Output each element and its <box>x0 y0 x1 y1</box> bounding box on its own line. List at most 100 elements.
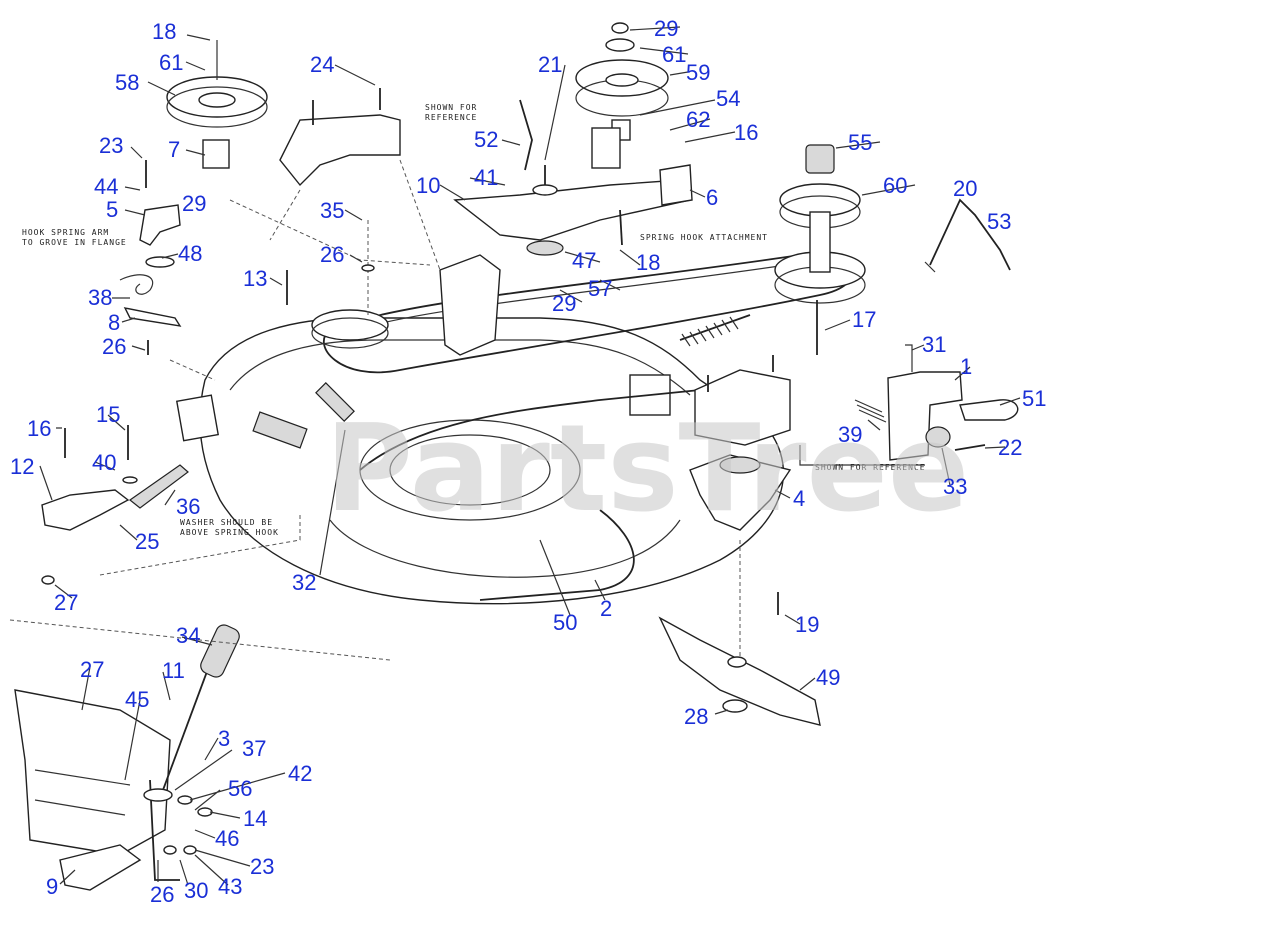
center-fasteners <box>286 220 501 356</box>
callout-13: 13 <box>243 266 267 291</box>
spindle-housing <box>689 355 792 665</box>
callout-24: 24 <box>310 52 334 77</box>
callout-40: 40 <box>92 450 116 475</box>
callout-16a: 16 <box>27 416 51 441</box>
callout-50: 50 <box>553 610 577 635</box>
callout-29b: 29 <box>182 191 206 216</box>
callout-10: 10 <box>416 173 440 198</box>
callout-27a: 27 <box>54 590 78 615</box>
diagram-notes: SHOWN FOR REFERENCE HOOK SPRING ARM TO G… <box>22 103 926 537</box>
callout-16b: 16 <box>734 120 758 145</box>
callout-61b: 61 <box>662 42 686 67</box>
reference-bracket <box>269 88 441 271</box>
note-spring-hook-attachment: SPRING HOOK ATTACHMENT <box>640 233 768 242</box>
callout-12: 12 <box>10 454 34 479</box>
callout-54: 54 <box>716 86 740 111</box>
callout-30: 30 <box>184 878 208 903</box>
callout-31: 31 <box>922 332 946 357</box>
callout-29c: 29 <box>552 291 576 316</box>
callout-45: 45 <box>125 687 149 712</box>
pulley-60 <box>774 144 866 355</box>
callout-49: 49 <box>816 665 840 690</box>
callout-27b: 27 <box>80 657 104 682</box>
callout-15: 15 <box>96 402 120 427</box>
callout-2: 2 <box>600 596 612 621</box>
note-hook-spring-2: TO GROVE IN FLANGE <box>22 238 127 247</box>
callout-47: 47 <box>572 248 596 273</box>
callout-4: 4 <box>793 486 805 511</box>
note-hook-spring-1: HOOK SPRING ARM <box>22 228 109 237</box>
callout-56: 56 <box>228 776 252 801</box>
callout-3: 3 <box>218 726 230 751</box>
callout-5: 5 <box>106 197 118 222</box>
callout-23b: 23 <box>250 854 274 879</box>
callout-59: 59 <box>686 60 710 85</box>
note-shown-for-reference-top2: REFERENCE <box>425 113 477 122</box>
callout-44: 44 <box>94 174 118 199</box>
callout-26c: 26 <box>150 882 174 907</box>
pulley-58 <box>166 40 268 169</box>
callout-6: 6 <box>706 185 718 210</box>
callout-7: 7 <box>168 137 180 162</box>
callout-34: 34 <box>176 623 200 648</box>
callout-62: 62 <box>686 107 710 132</box>
callout-60: 60 <box>883 173 907 198</box>
pulley-main <box>311 309 389 349</box>
mower-deck <box>175 317 785 605</box>
note-shown-for-reference-top: SHOWN FOR <box>425 103 477 112</box>
callout-29a: 29 <box>654 16 678 41</box>
callout-37: 37 <box>242 736 266 761</box>
callout-38: 38 <box>88 285 112 310</box>
left-bracket-12 <box>41 425 301 585</box>
leader-lines <box>39 26 1021 886</box>
callout-14: 14 <box>243 806 267 831</box>
callout-1: 1 <box>960 354 972 379</box>
note-washer-2: ABOVE SPRING HOOK <box>180 528 279 537</box>
note-shown-for-reference-right: SHOWN FOR REFERENCE <box>815 463 926 472</box>
left-arm <box>119 160 431 381</box>
idler-bracket <box>453 99 693 256</box>
callout-58: 58 <box>115 70 139 95</box>
callout-55: 55 <box>848 130 872 155</box>
callout-41: 41 <box>474 165 498 190</box>
callout-18a: 18 <box>152 19 176 44</box>
callout-19: 19 <box>795 612 819 637</box>
callout-46: 46 <box>215 826 239 851</box>
callout-36: 36 <box>176 494 200 519</box>
callout-21: 21 <box>538 52 562 77</box>
lift-lever <box>9 619 391 891</box>
callout-8: 8 <box>108 310 120 335</box>
callout-48: 48 <box>178 241 202 266</box>
callout-33: 33 <box>943 474 967 499</box>
watermark: PartsTree <box>325 400 969 539</box>
note-washer-1: WASHER SHOULD BE <box>180 518 273 527</box>
spring-53 <box>924 198 1011 273</box>
callout-numbers: 1 2 3 4 5 6 7 8 9 10 11 12 13 14 15 16 1… <box>10 16 1046 907</box>
callout-35: 35 <box>320 198 344 223</box>
callout-39: 39 <box>838 422 862 447</box>
callout-25: 25 <box>135 529 159 554</box>
callout-18b: 18 <box>636 250 660 275</box>
callout-20: 20 <box>953 176 977 201</box>
callout-52: 52 <box>474 127 498 152</box>
callout-11: 11 <box>162 658 185 683</box>
springs <box>315 314 751 422</box>
callout-57: 57 <box>588 276 612 301</box>
callout-32: 32 <box>292 570 316 595</box>
callout-22: 22 <box>998 435 1022 460</box>
callout-23a: 23 <box>99 133 123 158</box>
callout-9: 9 <box>46 874 58 899</box>
pulley-59 <box>575 22 669 141</box>
callout-53: 53 <box>987 209 1011 234</box>
callout-61a: 61 <box>159 50 183 75</box>
callout-26a: 26 <box>320 242 344 267</box>
callout-28: 28 <box>684 704 708 729</box>
callout-43: 43 <box>218 874 242 899</box>
callout-17: 17 <box>852 307 876 332</box>
callout-26b: 26 <box>102 334 126 359</box>
blade <box>658 616 821 726</box>
callout-42: 42 <box>288 761 312 786</box>
right-bracket <box>854 344 1019 461</box>
callout-51: 51 <box>1022 386 1046 411</box>
